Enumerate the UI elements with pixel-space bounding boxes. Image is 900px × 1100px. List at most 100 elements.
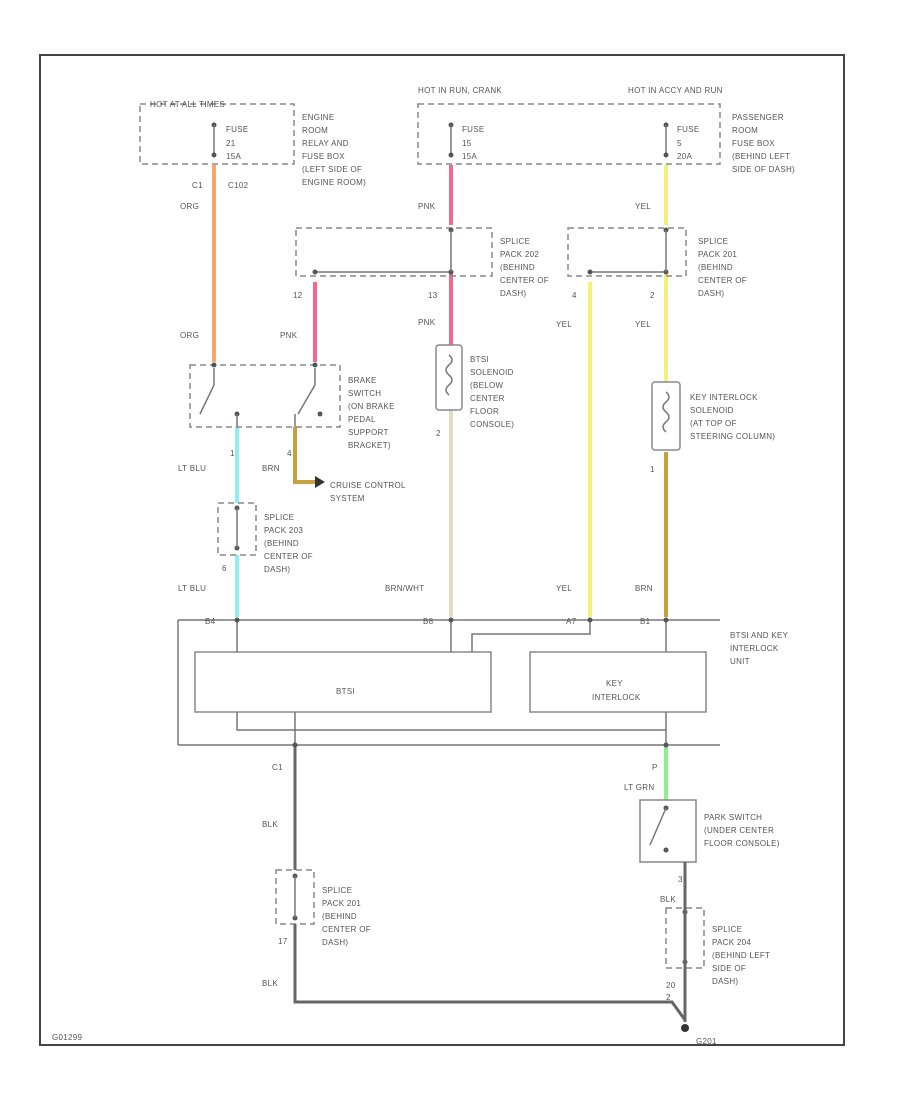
svg-text:ROOM: ROOM <box>732 126 758 135</box>
cruise-control-label: CRUISE CONTROL SYSTEM <box>330 481 406 503</box>
ltblu-label-top: LT BLU <box>178 464 206 473</box>
svg-text:(BEHIND LEFT: (BEHIND LEFT <box>732 152 790 161</box>
svg-text:UNIT: UNIT <box>730 657 750 666</box>
svg-text:CENTER OF: CENTER OF <box>264 552 313 561</box>
svg-text:DASH): DASH) <box>712 977 738 986</box>
pin-12: 12 <box>293 291 303 300</box>
svg-text:DASH): DASH) <box>698 289 724 298</box>
pnk-label-btsi: PNK <box>418 318 436 327</box>
svg-text:INTERLOCK: INTERLOCK <box>592 693 641 702</box>
park-switch-label: PARK SWITCH (UNDER CENTER FLOOR CONSOLE) <box>704 813 780 848</box>
org-label-top: ORG <box>180 202 199 211</box>
pin-4: 4 <box>572 291 577 300</box>
svg-text:(LEFT SIDE OF: (LEFT SIDE OF <box>302 165 362 174</box>
yel-label-top: YEL <box>635 202 651 211</box>
splice-pack-204: SPLICE PACK 204 (BEHIND LEFT SIDE OF DAS… <box>665 907 770 986</box>
svg-text:CENTER OF: CENTER OF <box>500 276 549 285</box>
svg-text:PACK 203: PACK 203 <box>264 526 303 535</box>
svg-text:SOLENOID: SOLENOID <box>690 406 734 415</box>
pnk-label-brake: PNK <box>280 331 298 340</box>
svg-text:DASH): DASH) <box>264 565 290 574</box>
svg-text:FLOOR CONSOLE): FLOOR CONSOLE) <box>704 839 780 848</box>
figure-id: G01299 <box>52 1033 83 1042</box>
svg-text:(UNDER CENTER: (UNDER CENTER <box>704 826 774 835</box>
brake-switch-label: BRAKE SWITCH (ON BRAKE PEDAL SUPPORT BRA… <box>348 376 395 450</box>
splice-pack-201-upper: SPLICE PACK 201 (BEHIND CENTER OF DASH) <box>567 227 747 298</box>
svg-text:SPLICE: SPLICE <box>712 925 742 934</box>
svg-text:SWITCH: SWITCH <box>348 389 381 398</box>
svg-text:SPLICE: SPLICE <box>698 237 728 246</box>
svg-text:(BEHIND LEFT: (BEHIND LEFT <box>712 951 770 960</box>
blk-label-park: BLK <box>660 895 676 904</box>
blk-label-top: BLK <box>262 820 278 829</box>
svg-text:PACK 201: PACK 201 <box>322 899 361 908</box>
svg-text:ROOM: ROOM <box>302 126 328 135</box>
ltblu-label-bottom: LT BLU <box>178 584 206 593</box>
svg-text:DASH): DASH) <box>500 289 526 298</box>
yel-label-key: YEL <box>635 320 651 329</box>
svg-text:DASH): DASH) <box>322 938 348 947</box>
svg-text:(ON BRAKE: (ON BRAKE <box>348 402 395 411</box>
btsi-solenoid-icon <box>435 344 463 411</box>
pin-b1: B1 <box>640 617 651 626</box>
svg-text:(AT TOP OF: (AT TOP OF <box>690 419 737 428</box>
svg-text:FUSE: FUSE <box>226 125 249 134</box>
svg-text:KEY: KEY <box>606 679 623 688</box>
pin-a7: A7 <box>566 617 577 626</box>
svg-text:PEDAL: PEDAL <box>348 415 376 424</box>
pin-2: 2 <box>650 291 655 300</box>
svg-text:BRACKET): BRACKET) <box>348 441 391 450</box>
svg-text:SUPPORT: SUPPORT <box>348 428 389 437</box>
brn-label-cruise: BRN <box>262 464 280 473</box>
svg-text:SPLICE: SPLICE <box>264 513 294 522</box>
wire-brn-cruise <box>293 427 315 484</box>
svg-text:FLOOR: FLOOR <box>470 407 499 416</box>
svg-text:FUSE: FUSE <box>462 125 485 134</box>
key-interlock-solenoid-icon <box>651 381 681 451</box>
pin-17: 17 <box>278 937 288 946</box>
hot-in-run-crank-label: HOT IN RUN, CRANK <box>418 86 502 95</box>
cruise-arrow-icon <box>315 476 325 488</box>
engine-room-fuse-box-label: ENGINE ROOM RELAY AND FUSE BOX (LEFT SID… <box>302 113 366 187</box>
pin-1-brake: 1 <box>230 449 235 458</box>
c1-label: C1 <box>192 181 203 190</box>
svg-text:SYSTEM: SYSTEM <box>330 494 365 503</box>
park-switch-box <box>639 799 697 863</box>
svg-text:(BEHIND: (BEHIND <box>264 539 299 548</box>
svg-text:FUSE: FUSE <box>677 125 700 134</box>
splice-pack-202: SPLICE PACK 202 (BEHIND CENTER OF DASH) <box>295 227 549 298</box>
svg-text:15A: 15A <box>462 152 477 161</box>
svg-text:CENTER OF: CENTER OF <box>322 925 371 934</box>
fuse-5: FUSE 5 20A <box>663 122 700 161</box>
svg-text:15: 15 <box>462 139 472 148</box>
svg-text:PACK 202: PACK 202 <box>500 250 539 259</box>
c102-label: C102 <box>228 181 249 190</box>
pin-p: P <box>652 763 658 772</box>
pin-3: 3 <box>678 875 683 884</box>
svg-text:CONSOLE): CONSOLE) <box>470 420 514 429</box>
ground-icon <box>681 1024 689 1032</box>
btsi-module-label: BTSI <box>336 687 355 696</box>
pin-c1: C1 <box>272 763 283 772</box>
svg-text:21: 21 <box>226 139 236 148</box>
pnk-label-top: PNK <box>418 202 436 211</box>
svg-text:CENTER: CENTER <box>470 394 505 403</box>
key-interlock-solenoid-coil <box>662 391 670 433</box>
hot-at-all-times-label: HOT AT ALL TIMES <box>150 100 225 109</box>
brake-switch-contacts <box>199 362 323 427</box>
svg-text:PACK 204: PACK 204 <box>712 938 751 947</box>
unit-label: BTSI AND KEY INTERLOCK UNIT <box>730 631 788 666</box>
engine-fuse-box <box>139 103 295 165</box>
svg-text:CRUISE CONTROL: CRUISE CONTROL <box>330 481 406 490</box>
splice-pack-201-lower: SPLICE PACK 201 (BEHIND CENTER OF DASH) <box>275 869 371 947</box>
svg-text:SIDE OF DASH): SIDE OF DASH) <box>732 165 795 174</box>
svg-text:CENTER OF: CENTER OF <box>698 276 747 285</box>
pin-b8: B8 <box>423 617 434 626</box>
svg-text:BRAKE: BRAKE <box>348 376 377 385</box>
hot-in-accy-run-label: HOT IN ACCY AND RUN <box>628 86 723 95</box>
fuse-15: FUSE 15 15A <box>448 122 485 161</box>
brn-label-key: BRN <box>635 584 653 593</box>
key-interlock-solenoid-label: KEY INTERLOCK SOLENOID (AT TOP OF STEERI… <box>690 393 775 441</box>
pin-2-ground: 2 <box>666 993 671 1002</box>
